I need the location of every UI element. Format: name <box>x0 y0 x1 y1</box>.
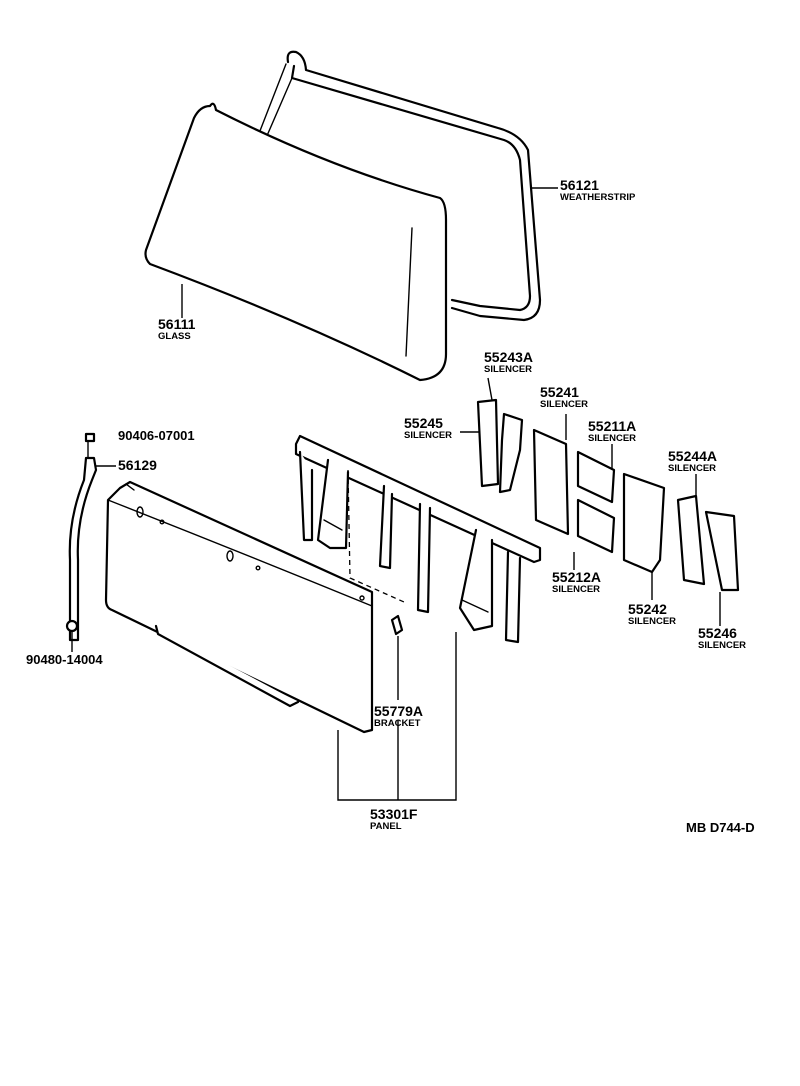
part-number: 55245 <box>404 415 443 431</box>
part-number: 56111 <box>158 316 196 332</box>
part-name: GLASS <box>158 331 191 342</box>
part-name: SILENCER <box>698 640 746 651</box>
panel-part[interactable] <box>104 480 374 734</box>
inner-frame-structure <box>294 434 542 644</box>
panel-hole <box>255 565 261 571</box>
part-name: BRACKET <box>374 718 421 729</box>
silencer-55242-pad[interactable] <box>622 472 666 574</box>
part-number: 90406-07001 <box>118 428 195 443</box>
callout-55779A: 55779A BRACKET <box>374 703 423 729</box>
callout-55244A: 55244A SILENCER <box>668 448 717 474</box>
part-number: 56121 <box>560 177 599 193</box>
part-name: PANEL <box>370 821 402 832</box>
callout-55211A: 55211A SILENCER <box>588 418 636 444</box>
part-number: 55212A <box>552 569 601 585</box>
part-number: 55243A <box>484 349 533 365</box>
silencer-55243A-pad[interactable] <box>498 412 524 494</box>
part-number: 55244A <box>668 448 717 464</box>
part-name: SILENCER <box>628 616 676 627</box>
leader-lines <box>71 187 721 801</box>
callout-55241: 55241 SILENCER <box>540 384 588 410</box>
silencer-55211A-pad[interactable] <box>576 450 616 504</box>
part-name: SILENCER <box>404 430 452 441</box>
part-number: 53301F <box>370 806 418 822</box>
callout-53301F: 53301F PANEL <box>370 806 418 832</box>
silencer-55246-pad[interactable] <box>704 510 740 592</box>
silencer-55212A-pad[interactable] <box>576 498 616 554</box>
frame-hidden-line <box>347 469 405 603</box>
part-number: 55211A <box>588 418 636 434</box>
part-name: SILENCER <box>484 364 532 375</box>
callout-55246: 55246 SILENCER <box>698 625 746 651</box>
callout-90480-14004: 90480-14004 <box>26 652 103 667</box>
rod-part[interactable] <box>68 456 98 642</box>
part-name: WEATHERSTRIP <box>560 192 636 203</box>
callout-55245: 55245 SILENCER <box>404 415 452 441</box>
silencer-55245-pad[interactable] <box>476 398 500 488</box>
bracket-part[interactable] <box>390 614 404 636</box>
diagram-code: MB D744-D <box>686 820 755 835</box>
panel-hole <box>226 550 234 562</box>
part-name: SILENCER <box>588 433 636 444</box>
panel-hole <box>159 519 165 525</box>
part-number: 56129 <box>118 457 157 473</box>
clip-90406-07001[interactable] <box>84 432 96 443</box>
silencer-55244A-pad[interactable] <box>676 494 706 586</box>
part-number: 90480-14004 <box>26 652 103 667</box>
callout-90406-07001: 90406-07001 <box>118 428 195 443</box>
callout-56121: 56121 WEATHERSTRIP <box>560 177 636 203</box>
weatherstrip-part[interactable] <box>257 50 542 322</box>
part-name: SILENCER <box>668 463 716 474</box>
part-number: 55241 <box>540 384 579 400</box>
callout-55212A: 55212A SILENCER <box>552 569 601 595</box>
silencer-55241-pad[interactable] <box>532 428 570 536</box>
callout-56111: 56111 GLASS <box>158 316 196 342</box>
callout-56129: 56129 <box>118 457 157 473</box>
panel-hole <box>136 506 144 518</box>
callout-55242: 55242 SILENCER <box>628 601 676 627</box>
glass-part[interactable] <box>144 102 448 382</box>
part-name: SILENCER <box>540 399 588 410</box>
part-name: SILENCER <box>552 584 600 595</box>
panel-hole <box>359 595 365 601</box>
part-number: 55242 <box>628 601 667 617</box>
part-number: 55246 <box>698 625 737 641</box>
callout-55243A: 55243A SILENCER <box>484 349 533 375</box>
part-number: 55779A <box>374 703 423 719</box>
grommet-90480-14004[interactable] <box>65 619 79 633</box>
